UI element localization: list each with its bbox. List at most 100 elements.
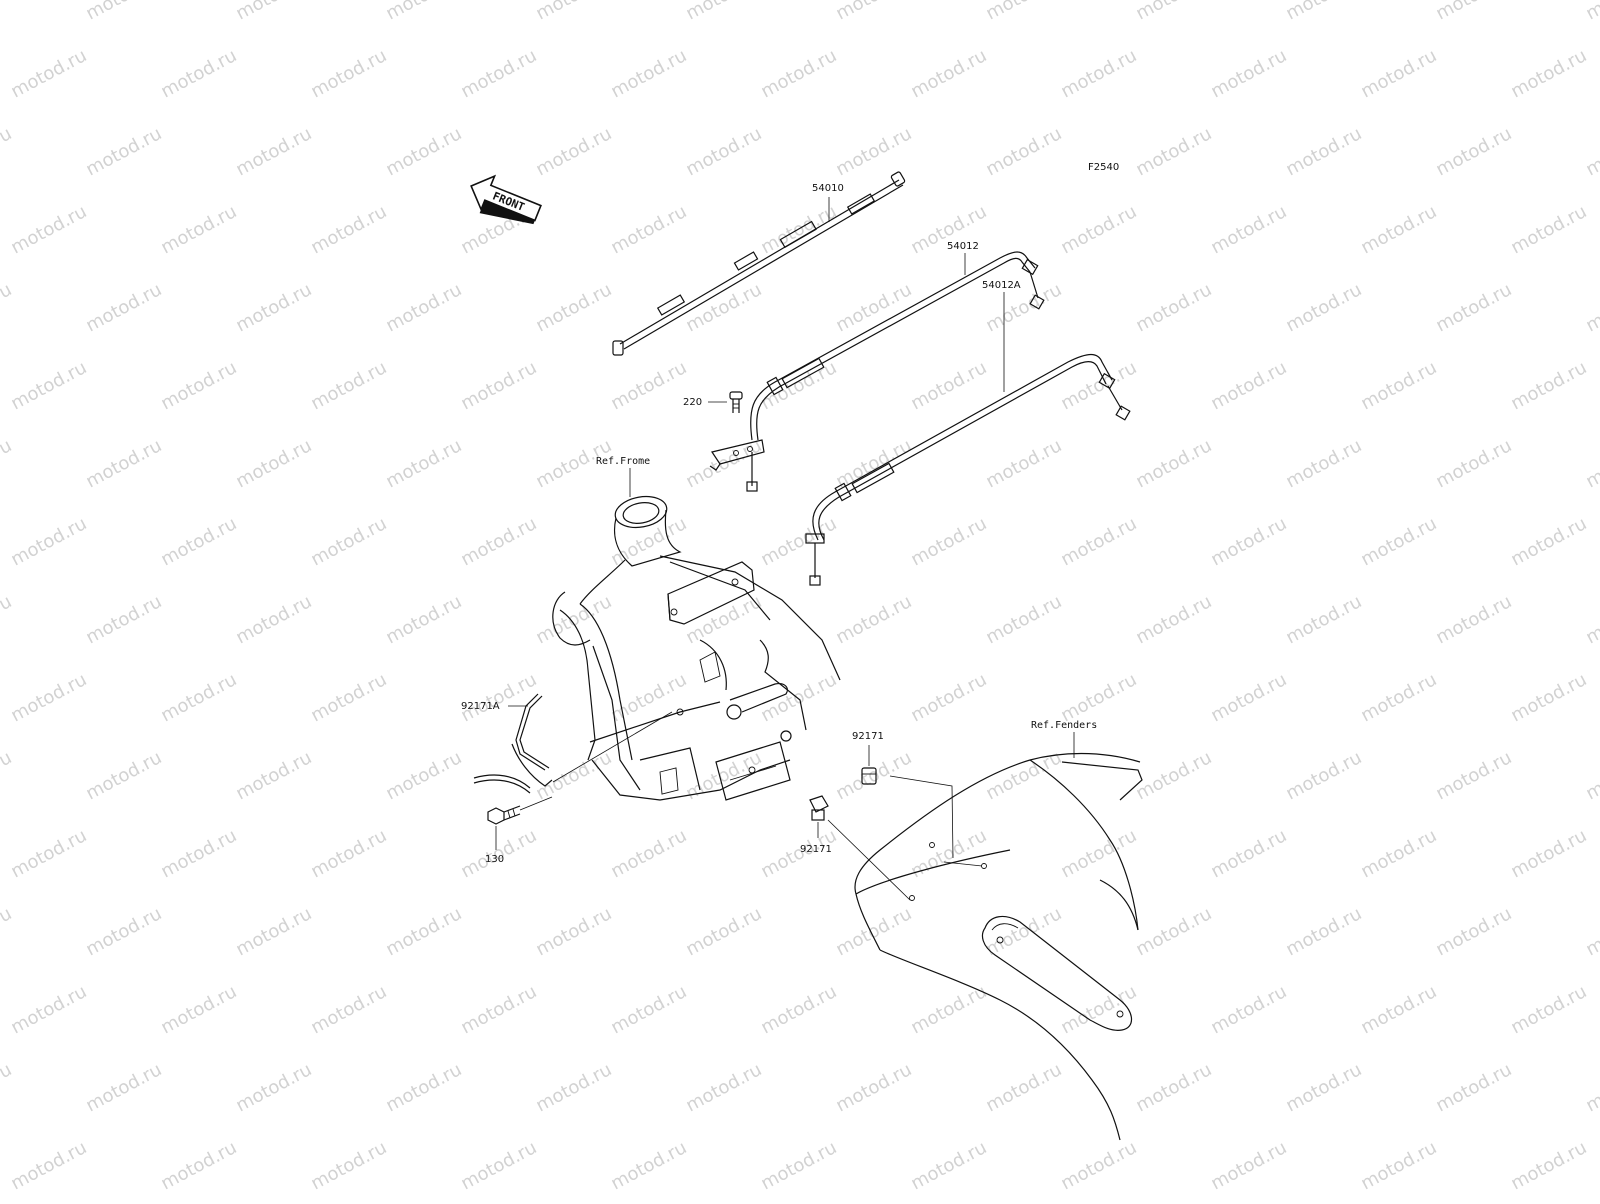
watermark-text: motod.ru [1432, 747, 1515, 804]
watermark-text: motod.ru [0, 1059, 15, 1116]
watermark-text: motod.ru [1507, 357, 1590, 414]
watermark-text: motod.ru [382, 1059, 465, 1116]
watermark-text: motod.ru [1057, 1137, 1140, 1194]
watermark-text: motod.ru [1357, 45, 1440, 102]
watermark-text: motod.ru [157, 669, 240, 726]
watermark-text: motod.ru [157, 825, 240, 882]
watermark-text: motod.ru [7, 45, 90, 102]
watermark-text: motod.ru [82, 591, 165, 648]
watermark-text: motod.ru [1357, 1137, 1440, 1194]
watermark-text: motod.ru [607, 357, 690, 414]
watermark-text: motod.ru [1582, 279, 1600, 336]
watermark-text: motod.ru [1057, 669, 1140, 726]
watermark-text: motod.ru [0, 123, 15, 180]
watermark-text: motod.ru [1582, 123, 1600, 180]
watermark-text: motod.ru [1132, 1059, 1215, 1116]
watermark-text: motod.ru [607, 825, 690, 882]
watermark-text: motod.ru [832, 903, 915, 960]
watermark-text: motod.ru [457, 45, 540, 102]
watermark-text: motod.ru [1132, 435, 1215, 492]
ref-fenders-label: Ref.Fenders [1031, 720, 1097, 731]
part-number-92171-upper: 92171 [852, 731, 884, 742]
watermark-text: motod.ru [1357, 981, 1440, 1038]
watermark-text: motod.ru [307, 669, 390, 726]
watermark-text: motod.ru [382, 903, 465, 960]
watermark-text: motod.ru [1132, 123, 1215, 180]
watermark-text: motod.ru [1432, 0, 1515, 24]
watermark-text: motod.ru [1057, 201, 1140, 258]
watermark-text: motod.ru [832, 591, 915, 648]
watermark-text: motod.ru [682, 903, 765, 960]
watermark-text: motod.ru [157, 981, 240, 1038]
watermark-text: motod.ru [232, 1059, 315, 1116]
watermark-text: motod.ru [157, 1137, 240, 1194]
watermark-text: motod.ru [607, 1137, 690, 1194]
watermark-text: motod.ru [982, 903, 1065, 960]
watermark-text: motod.ru [1432, 1059, 1515, 1116]
watermark-text: motod.ru [382, 0, 465, 24]
watermark-text: motod.ru [1432, 123, 1515, 180]
throttle-cable-54012a [805, 353, 1131, 586]
watermark-text: motod.ru [157, 357, 240, 414]
watermark-text: motod.ru [1357, 357, 1440, 414]
watermark-text: motod.ru [982, 435, 1065, 492]
watermark-text: motod.ru [1282, 903, 1365, 960]
watermark-text: motod.ru [1282, 1059, 1365, 1116]
watermark-text: motod.ru [7, 513, 90, 570]
watermark-text: motod.ru [907, 1137, 990, 1194]
watermark-text: motod.ru [232, 123, 315, 180]
watermark-text: motod.ru [1207, 825, 1290, 882]
watermark-text: motod.ru [1132, 903, 1215, 960]
watermark-text: motod.ru [157, 45, 240, 102]
watermark-text: motod.ru [907, 669, 990, 726]
watermark-text: motod.ru [307, 513, 390, 570]
watermark-text: motod.ru [1357, 201, 1440, 258]
watermark-text: motod.ru [382, 747, 465, 804]
watermark-text: motod.ru [82, 1059, 165, 1116]
watermark-text: motod.ru [1507, 825, 1590, 882]
watermark-text: motod.ru [232, 747, 315, 804]
watermark-text: motod.ru [532, 0, 615, 24]
watermark-text: motod.ru [532, 903, 615, 960]
watermark-text: motod.ru [1132, 0, 1215, 24]
watermark-text: motod.ru [232, 591, 315, 648]
watermark-text: motod.ru [907, 45, 990, 102]
watermark-text: motod.ru [1507, 981, 1590, 1038]
watermark-text: motod.ru [1507, 45, 1590, 102]
watermark-text: motod.ru [1432, 591, 1515, 648]
watermark-text: motod.ru [1582, 435, 1600, 492]
watermark-text: motod.ru [757, 513, 840, 570]
watermark-text: motod.ru [1207, 357, 1290, 414]
watermark-text: motod.ru [832, 1059, 915, 1116]
watermark-text: motod.ru [82, 279, 165, 336]
watermark-text: motod.ru [232, 903, 315, 960]
watermark-text: motod.ru [982, 0, 1065, 24]
clamp-92171-lower-icon [809, 795, 829, 821]
watermark-text: motod.ru [7, 981, 90, 1038]
watermark-text: motod.ru [1282, 0, 1365, 24]
watermark-text: motod.ru [232, 0, 315, 24]
watermark-text: motod.ru [1057, 981, 1140, 1038]
watermark-text: motod.ru [1357, 669, 1440, 726]
watermark-text: motod.ru [607, 45, 690, 102]
watermark-text: motod.ru [1132, 747, 1215, 804]
watermark-text: motod.ru [532, 1059, 615, 1116]
watermark-text: motod.ru [382, 279, 465, 336]
watermark-text: motod.ru [532, 279, 615, 336]
watermark-text: motod.ru [1432, 279, 1515, 336]
watermark-text: motod.ru [382, 591, 465, 648]
watermark-text: motod.ru [907, 357, 990, 414]
part-number-130: 130 [485, 854, 504, 865]
watermark-text: motod.ru [82, 435, 165, 492]
watermark-text: motod.ru [832, 123, 915, 180]
watermark-text: motod.ru [1282, 279, 1365, 336]
watermark-text: motod.ru [7, 669, 90, 726]
part-number-92171a: 92171A [461, 701, 500, 712]
watermark-text: motod.ru [1582, 903, 1600, 960]
figure-code: F2540 [1088, 162, 1119, 173]
watermark-text: motod.ru [757, 1137, 840, 1194]
watermark-text: motod.ru [1132, 591, 1215, 648]
watermark-text: motod.ru [682, 747, 765, 804]
watermark-text: motod.ru [1057, 357, 1140, 414]
